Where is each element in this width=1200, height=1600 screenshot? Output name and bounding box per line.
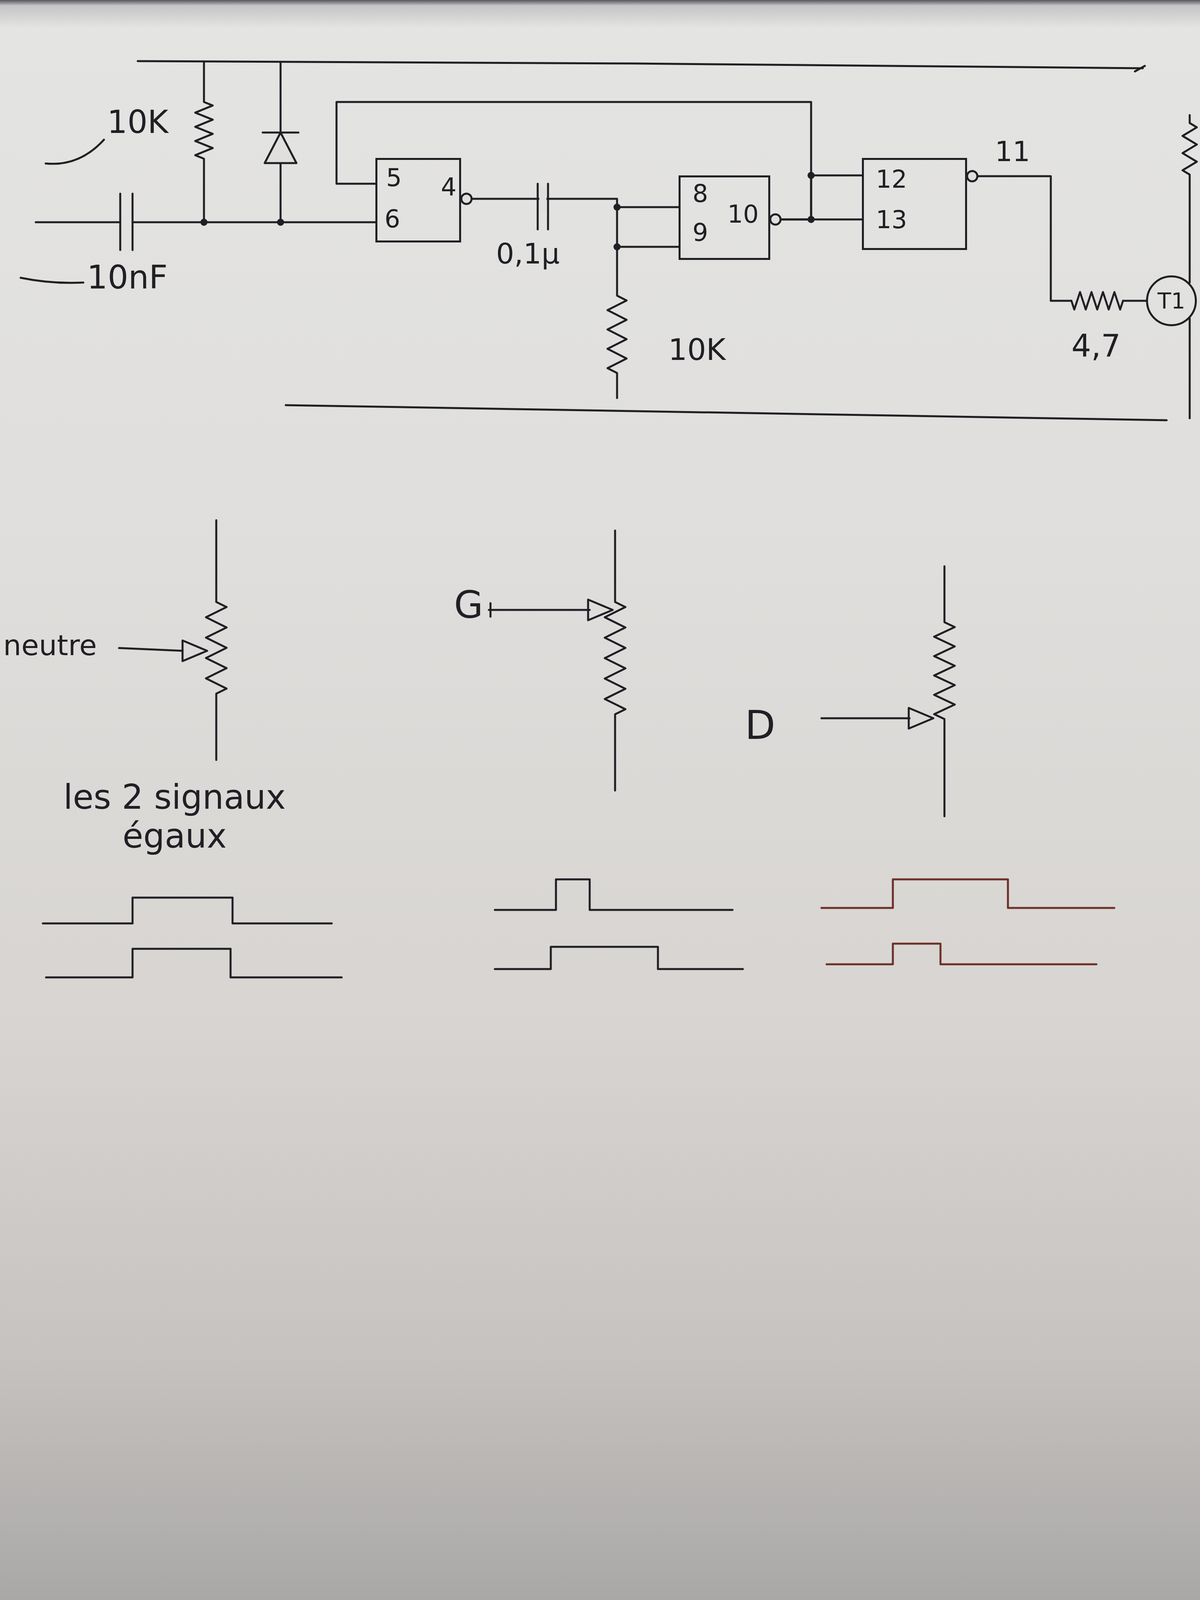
- capacitor-plate: [547, 183, 550, 230]
- inversion-bubble: [967, 171, 978, 182]
- junction-dot: [613, 203, 621, 211]
- diode-bar: [262, 131, 299, 134]
- resistor-symbol: [195, 61, 213, 223]
- pulse-waveform: [42, 897, 332, 924]
- resistor-symbol: [1071, 292, 1124, 310]
- wire-connector: [461, 198, 679, 208]
- junction-dot: [613, 243, 621, 251]
- junction-dot: [807, 215, 815, 224]
- transistor-circle: T1: [1146, 275, 1197, 327]
- note: les 2 signaux égaux: [23, 777, 326, 856]
- pulse-waveform: [494, 946, 743, 970]
- input-wire: [617, 207, 679, 247]
- pin-number: 13: [875, 207, 908, 233]
- position-label: D: [744, 702, 776, 749]
- capacitor-plate: [119, 193, 122, 250]
- emitter-wire: [1188, 318, 1191, 419]
- pin-number: 12: [875, 167, 908, 192]
- junction-dot: [200, 218, 208, 226]
- resistor-symbol: [607, 246, 627, 399]
- pin-number: 10: [727, 201, 759, 227]
- wiper-arrow: [119, 648, 183, 651]
- wiper-tail: [489, 603, 492, 617]
- pen-flourish: [20, 277, 84, 283]
- resistor-symbol: [1182, 115, 1197, 283]
- pulse-waveform: [494, 879, 733, 910]
- supply-rail: [137, 61, 1143, 69]
- pen-flourish: [45, 139, 104, 164]
- component-value: 0,1µ: [496, 237, 560, 271]
- wiper-arrow: [488, 609, 590, 612]
- transistor-name: T1: [1157, 289, 1186, 312]
- pin-number: 6: [384, 206, 400, 232]
- wire-connector: [967, 176, 1147, 301]
- ground-rail: [285, 405, 1167, 421]
- pin-number: 9: [692, 220, 708, 245]
- capacitor-gap: [539, 186, 547, 212]
- pulse-waveform: [46, 948, 342, 978]
- input-wire: [132, 221, 376, 224]
- component-value: 10K: [668, 332, 726, 367]
- pulse-waveform: [826, 943, 1097, 965]
- potentiometer-symbol: [604, 530, 626, 791]
- component-value: 4,7: [1071, 328, 1121, 365]
- inversion-bubble: [461, 193, 472, 204]
- component-value: 10nF: [86, 258, 168, 297]
- pin-number: 5: [386, 165, 402, 191]
- inversion-bubble: [770, 214, 781, 225]
- wiper-arrow: [821, 717, 910, 720]
- input-wire: [35, 221, 121, 224]
- pulse-waveform: [821, 879, 1115, 908]
- potentiometer-symbol: [934, 566, 955, 817]
- position-label: neutre: [3, 628, 97, 662]
- junction-dot: [276, 218, 285, 226]
- input-wire: [811, 218, 862, 221]
- diode-symbol: [264, 132, 297, 164]
- pin-number: 4: [440, 175, 457, 200]
- rail-tick: [1134, 65, 1145, 72]
- logic-gate-box: 12 13: [861, 157, 968, 250]
- logic-gate-box: 5 6 4: [375, 157, 462, 243]
- wiper-arrowhead: [182, 640, 208, 662]
- wiper-arrowhead: [588, 599, 613, 621]
- capacitor-plate: [536, 183, 539, 230]
- pin-number: 8: [692, 181, 708, 206]
- position-label: G: [453, 583, 484, 627]
- junction-dot: [807, 171, 815, 179]
- wiper-arrowhead: [908, 707, 934, 729]
- pin-number: 11: [994, 135, 1031, 168]
- logic-gate-box: 8 9 10: [678, 175, 771, 260]
- component-value: 10K: [107, 103, 169, 141]
- wire-connector: [770, 175, 862, 220]
- potentiometer-symbol: [205, 520, 227, 760]
